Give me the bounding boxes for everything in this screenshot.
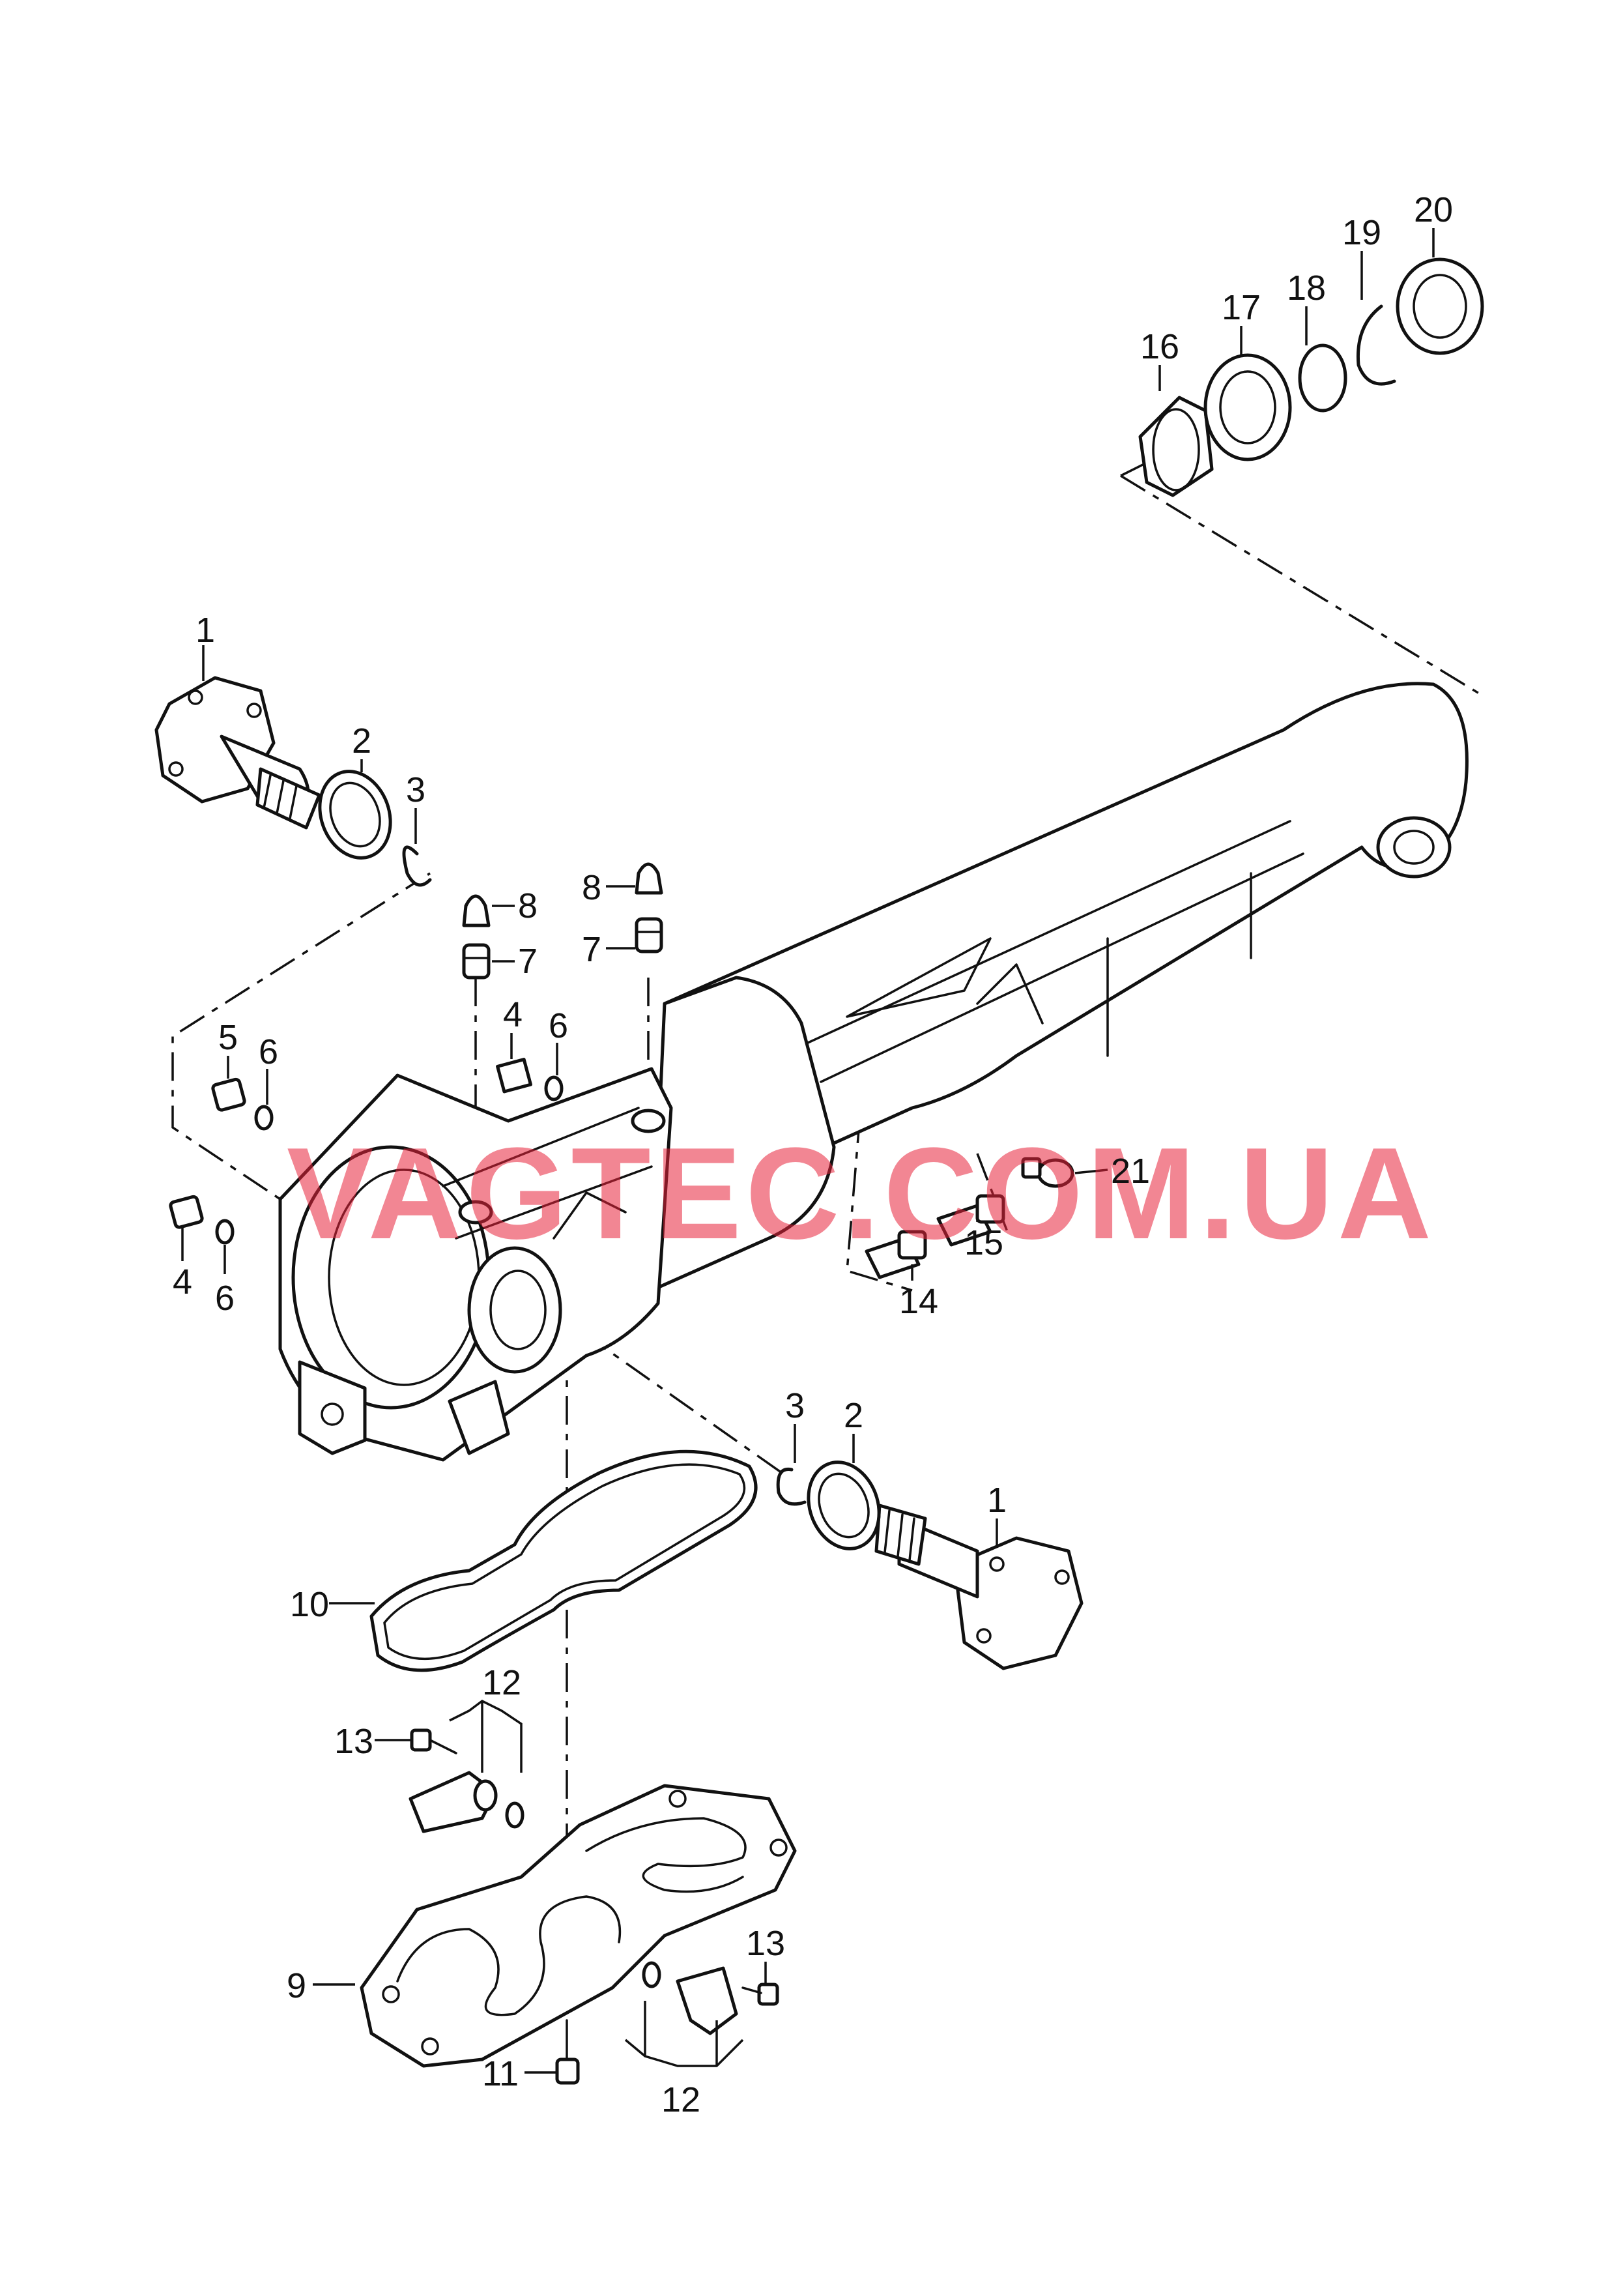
callout-18: 18 — [1287, 269, 1326, 308]
callout-3: 3 — [785, 1386, 805, 1425]
callout-3: 3 — [406, 770, 425, 809]
callout-7: 7 — [518, 942, 538, 981]
callout-13: 13 — [746, 1924, 785, 1963]
callout-8: 8 — [582, 868, 601, 907]
coolant-connector-upper — [409, 1771, 524, 1833]
gasket-10 — [369, 1449, 758, 1672]
cover-plate-9 — [360, 1784, 797, 2068]
circlip-right — [776, 1467, 807, 1506]
callout-8: 8 — [518, 886, 538, 925]
callout-4: 4 — [173, 1262, 192, 1301]
callout-13: 13 — [334, 1722, 373, 1761]
callout-12: 12 — [661, 2080, 700, 2119]
callout-17: 17 — [1222, 288, 1261, 327]
shaft-seal-left — [318, 770, 392, 860]
drive-flange-right — [874, 1504, 1084, 1670]
callout-6: 6 — [259, 1032, 278, 1071]
taper-bearing-16 — [1138, 396, 1214, 497]
callout-7: 7 — [582, 930, 601, 969]
seal-ring-6b — [544, 1075, 564, 1101]
seal-ring-6c — [215, 1219, 235, 1245]
bolt-11 — [555, 2019, 580, 2085]
callout-1: 1 — [987, 1481, 1007, 1520]
callout-4: 4 — [503, 995, 523, 1034]
vent-cap-left — [462, 894, 491, 927]
callout-20: 20 — [1414, 190, 1453, 229]
bolt-13-lower — [741, 1983, 779, 2006]
vent-cap-right — [635, 862, 663, 895]
vent-valve-right — [635, 917, 663, 953]
drain-plug-5 — [211, 1077, 246, 1112]
callout-21: 21 — [1111, 1152, 1150, 1191]
watermark: VAGTEC.COM.UA — [287, 1121, 1435, 1266]
callout-labels: 1 2 3 8 7 8 7 5 6 4 6 4 6 21 15 14 3 2 1… — [173, 190, 1453, 2119]
callout-6: 6 — [215, 1279, 235, 1318]
leader-lines — [181, 228, 1435, 2074]
screw-plug-4b — [169, 1195, 204, 1229]
circlip-left — [402, 845, 432, 887]
screw-plug-4a — [496, 1058, 532, 1094]
callout-15: 15 — [964, 1223, 1003, 1262]
sender-14 — [865, 1230, 927, 1279]
callout-9: 9 — [287, 1966, 306, 2005]
coolant-connector-lower — [642, 1961, 738, 2035]
callout-10: 10 — [290, 1585, 329, 1624]
drive-flange-left — [154, 676, 321, 830]
callout-1: 1 — [195, 611, 215, 650]
shaft-seal-20 — [1396, 257, 1484, 355]
seal-ring-6a — [254, 1105, 274, 1131]
callout-2: 2 — [352, 721, 371, 761]
callout-12: 12 — [482, 1663, 521, 1702]
hose-clip-21 — [1021, 1157, 1074, 1188]
callout-19: 19 — [1342, 213, 1381, 252]
callout-16: 16 — [1140, 327, 1179, 366]
shaft-seal-right — [807, 1460, 881, 1550]
callout-2: 2 — [844, 1396, 863, 1435]
axle-housing — [278, 682, 1469, 1462]
callout-5: 5 — [218, 1018, 238, 1057]
callout-14: 14 — [899, 1282, 938, 1321]
vent-valve-left — [462, 943, 491, 980]
callout-6: 6 — [549, 1006, 568, 1045]
callout-11: 11 — [482, 2054, 519, 2093]
bolt-13-upper — [410, 1728, 457, 1754]
snap-ring-19 — [1356, 304, 1396, 386]
snap-ring-18 — [1298, 343, 1347, 413]
ball-bearing-17 — [1203, 353, 1292, 461]
